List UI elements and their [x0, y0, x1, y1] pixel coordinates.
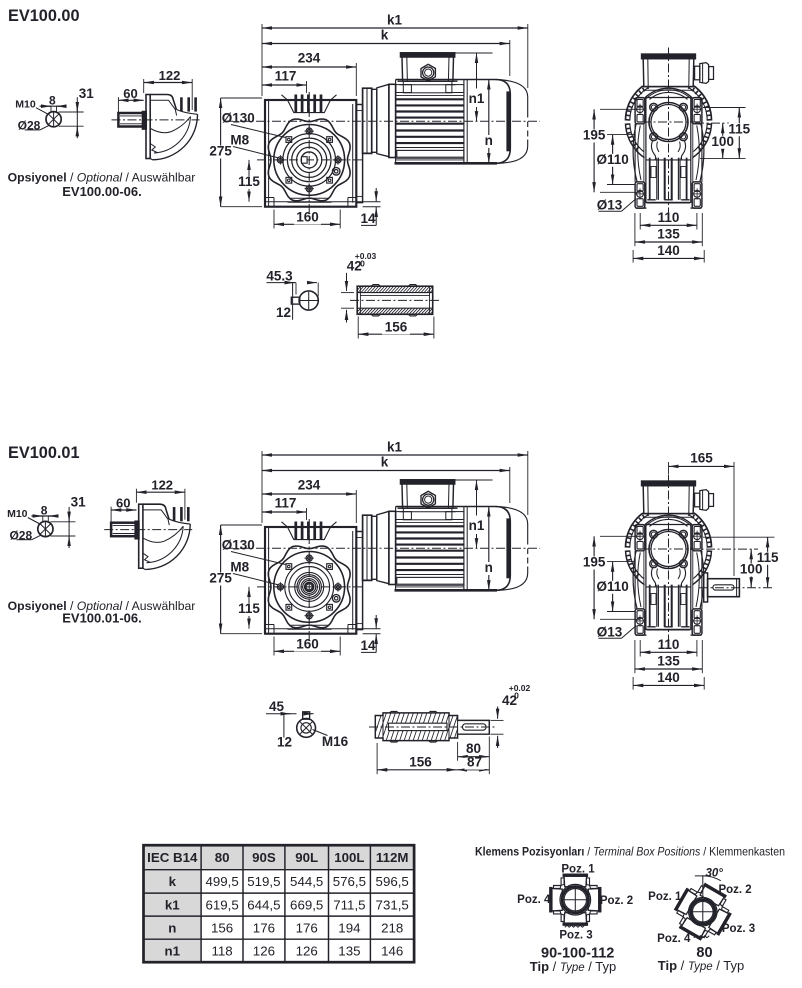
svg-text:Poz. 3: Poz. 3 — [722, 923, 755, 935]
svg-text:711,5: 711,5 — [333, 897, 365, 912]
svg-text:Poz. 1: Poz. 1 — [648, 891, 682, 903]
svg-text:8: 8 — [41, 503, 48, 517]
svg-text:576,5: 576,5 — [333, 874, 366, 889]
svg-text:Poz. 4: Poz. 4 — [517, 894, 551, 906]
svg-text:90L: 90L — [295, 850, 318, 865]
svg-text:544,5: 544,5 — [290, 874, 323, 889]
svg-text:31: 31 — [71, 495, 87, 510]
svg-text:Poz. 4: Poz. 4 — [657, 933, 691, 945]
svg-text:Ø28: Ø28 — [9, 528, 32, 542]
svg-text:M10: M10 — [15, 98, 36, 110]
svg-text:Poz. 2: Poz. 2 — [600, 895, 633, 907]
svg-text:k1: k1 — [165, 897, 180, 912]
svg-text:Klemens Pozisyonları / Termina: Klemens Pozisyonları / Terminal Box Posi… — [475, 845, 785, 858]
svg-text:45.3: 45.3 — [266, 269, 293, 284]
svg-text:EV100.00-06.: EV100.00-06. — [62, 184, 142, 199]
svg-text:Ø28: Ø28 — [18, 119, 41, 133]
svg-text:EV100.01: EV100.01 — [8, 444, 80, 462]
svg-text:176: 176 — [296, 921, 318, 936]
svg-text:Tip / Type / Typ: Tip / Type / Typ — [530, 959, 616, 974]
svg-text:669,5: 669,5 — [290, 897, 323, 912]
svg-text:146: 146 — [381, 944, 403, 959]
svg-text:90-100-112: 90-100-112 — [541, 946, 614, 962]
svg-text:80: 80 — [466, 741, 481, 756]
svg-text:n1: n1 — [165, 944, 181, 959]
svg-text:135: 135 — [338, 944, 360, 959]
svg-text:12: 12 — [276, 305, 291, 320]
svg-text:n: n — [168, 921, 176, 936]
svg-text:0: 0 — [514, 690, 519, 700]
svg-text:12: 12 — [277, 735, 292, 750]
svg-text:499,5: 499,5 — [205, 874, 238, 889]
svg-text:156: 156 — [211, 921, 233, 936]
svg-text:115: 115 — [728, 121, 750, 136]
svg-text:194: 194 — [338, 921, 360, 936]
svg-text:Poz. 1: Poz. 1 — [561, 864, 595, 876]
svg-text:80: 80 — [215, 850, 230, 865]
svg-text:8: 8 — [49, 94, 56, 108]
svg-text:126: 126 — [253, 944, 275, 959]
svg-text:100L: 100L — [334, 850, 364, 865]
svg-text:EV100.00: EV100.00 — [8, 7, 80, 25]
svg-text:Opsiyonel / Optional / Auswähl: Opsiyonel / Optional / Auswählbar — [8, 599, 196, 613]
svg-text:100: 100 — [711, 134, 734, 149]
svg-text:k: k — [169, 874, 177, 889]
svg-text:80: 80 — [696, 945, 712, 961]
svg-text:176: 176 — [253, 921, 275, 936]
svg-text:0: 0 — [360, 259, 365, 269]
svg-text:100: 100 — [740, 562, 763, 577]
svg-text:87: 87 — [467, 755, 482, 770]
svg-text:165: 165 — [690, 450, 713, 465]
svg-text:M16: M16 — [322, 734, 349, 749]
svg-text:45: 45 — [269, 699, 285, 714]
svg-text:126: 126 — [296, 944, 318, 959]
svg-text:731,5: 731,5 — [376, 897, 409, 912]
svg-text:619,5: 619,5 — [205, 897, 238, 912]
svg-text:31: 31 — [79, 86, 95, 101]
svg-text:596,5: 596,5 — [376, 874, 409, 889]
svg-text:519,5: 519,5 — [247, 874, 280, 889]
svg-text:42: 42 — [502, 693, 517, 708]
svg-text:90S: 90S — [252, 850, 276, 865]
svg-text:118: 118 — [211, 944, 232, 959]
svg-text:M10: M10 — [7, 508, 28, 520]
svg-text:156: 156 — [385, 319, 408, 334]
svg-text:30°: 30° — [706, 868, 724, 880]
svg-text:Poz. 2: Poz. 2 — [718, 884, 751, 896]
svg-text:42: 42 — [347, 258, 362, 273]
svg-text:115: 115 — [757, 550, 779, 565]
svg-text:+0.02: +0.02 — [509, 683, 531, 693]
svg-text:Poz. 3: Poz. 3 — [559, 930, 592, 942]
svg-text:Opsiyonel / Optional / Auswähl: Opsiyonel / Optional / Auswählbar — [8, 170, 196, 184]
svg-text:Tip / Type / Typ: Tip / Type / Typ — [658, 958, 744, 973]
svg-text:+0.03: +0.03 — [355, 251, 377, 261]
svg-text:156: 156 — [409, 755, 432, 770]
svg-text:IEC B14: IEC B14 — [147, 850, 198, 865]
svg-text:644,5: 644,5 — [247, 897, 280, 912]
svg-text:112M: 112M — [376, 850, 409, 865]
svg-text:EV100.01-06.: EV100.01-06. — [62, 611, 142, 626]
svg-text:218: 218 — [381, 921, 403, 936]
